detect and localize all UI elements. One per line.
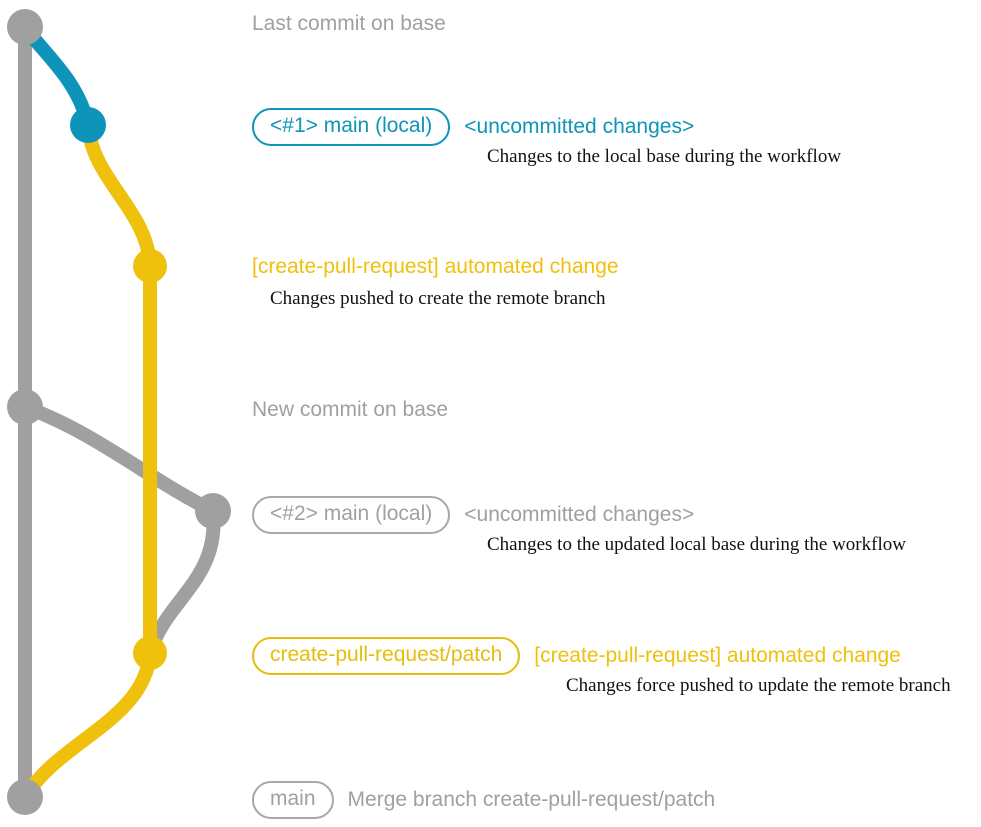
commit-subject-new-commit-on-base: New commit on base (252, 398, 449, 421)
commit-subject-last-commit-on-base: Last commit on base (252, 12, 446, 35)
ref-badge-create-pull-request-patch[interactable]: create-pull-request/patch (252, 637, 521, 675)
commit-body-patch-force-push: Changes force pushed to update the remot… (566, 675, 951, 696)
commit-node-base-new[interactable] (7, 389, 43, 425)
commit-node-patch-create[interactable] (133, 249, 167, 283)
commit-body-local-1: Changes to the local base during the wor… (487, 146, 842, 167)
commit-row-patch-force-push: create-pull-request/patch [create-pull-r… (252, 637, 901, 675)
commit-subject-merge-branch: Merge branch create-pull-request/patch (347, 788, 716, 811)
commit-body-patch-create: Changes pushed to create the remote bran… (270, 288, 606, 309)
ref-badge-main-local-1[interactable]: <#1> main (local) (252, 108, 451, 146)
commit-subject-automated-change-1: [create-pull-request] automated change (252, 255, 619, 278)
commit-node-local-1[interactable] (70, 107, 106, 143)
ref-badge-main[interactable]: main (252, 781, 334, 819)
commit-row-local-2: <#2> main (local) <uncommitted changes> (252, 496, 694, 534)
edge-patch-merge-to-base (18, 646, 157, 804)
commit-node-base-merge[interactable] (7, 779, 43, 815)
commit-node-local-2[interactable] (195, 493, 231, 529)
commit-subject-uncommitted-changes-2: <uncommitted changes> (464, 503, 695, 526)
commit-node-base-last[interactable] (7, 9, 43, 45)
commit-row-merge: main Merge branch create-pull-request/pa… (252, 781, 715, 819)
commit-subject-automated-change-2: [create-pull-request] automated change (534, 644, 901, 667)
commit-node-patch-force-push[interactable] (133, 636, 167, 670)
ref-badge-main-local-2[interactable]: <#2> main (local) (252, 496, 451, 534)
commit-subject-uncommitted-changes-1: <uncommitted changes> (464, 115, 695, 138)
commit-body-local-2: Changes to the updated local base during… (487, 534, 906, 555)
commit-row-local-1: <#1> main (local) <uncommitted changes> (252, 108, 694, 146)
edge-base-to-updated-local (18, 400, 220, 518)
edge-local-to-patch (81, 118, 157, 273)
